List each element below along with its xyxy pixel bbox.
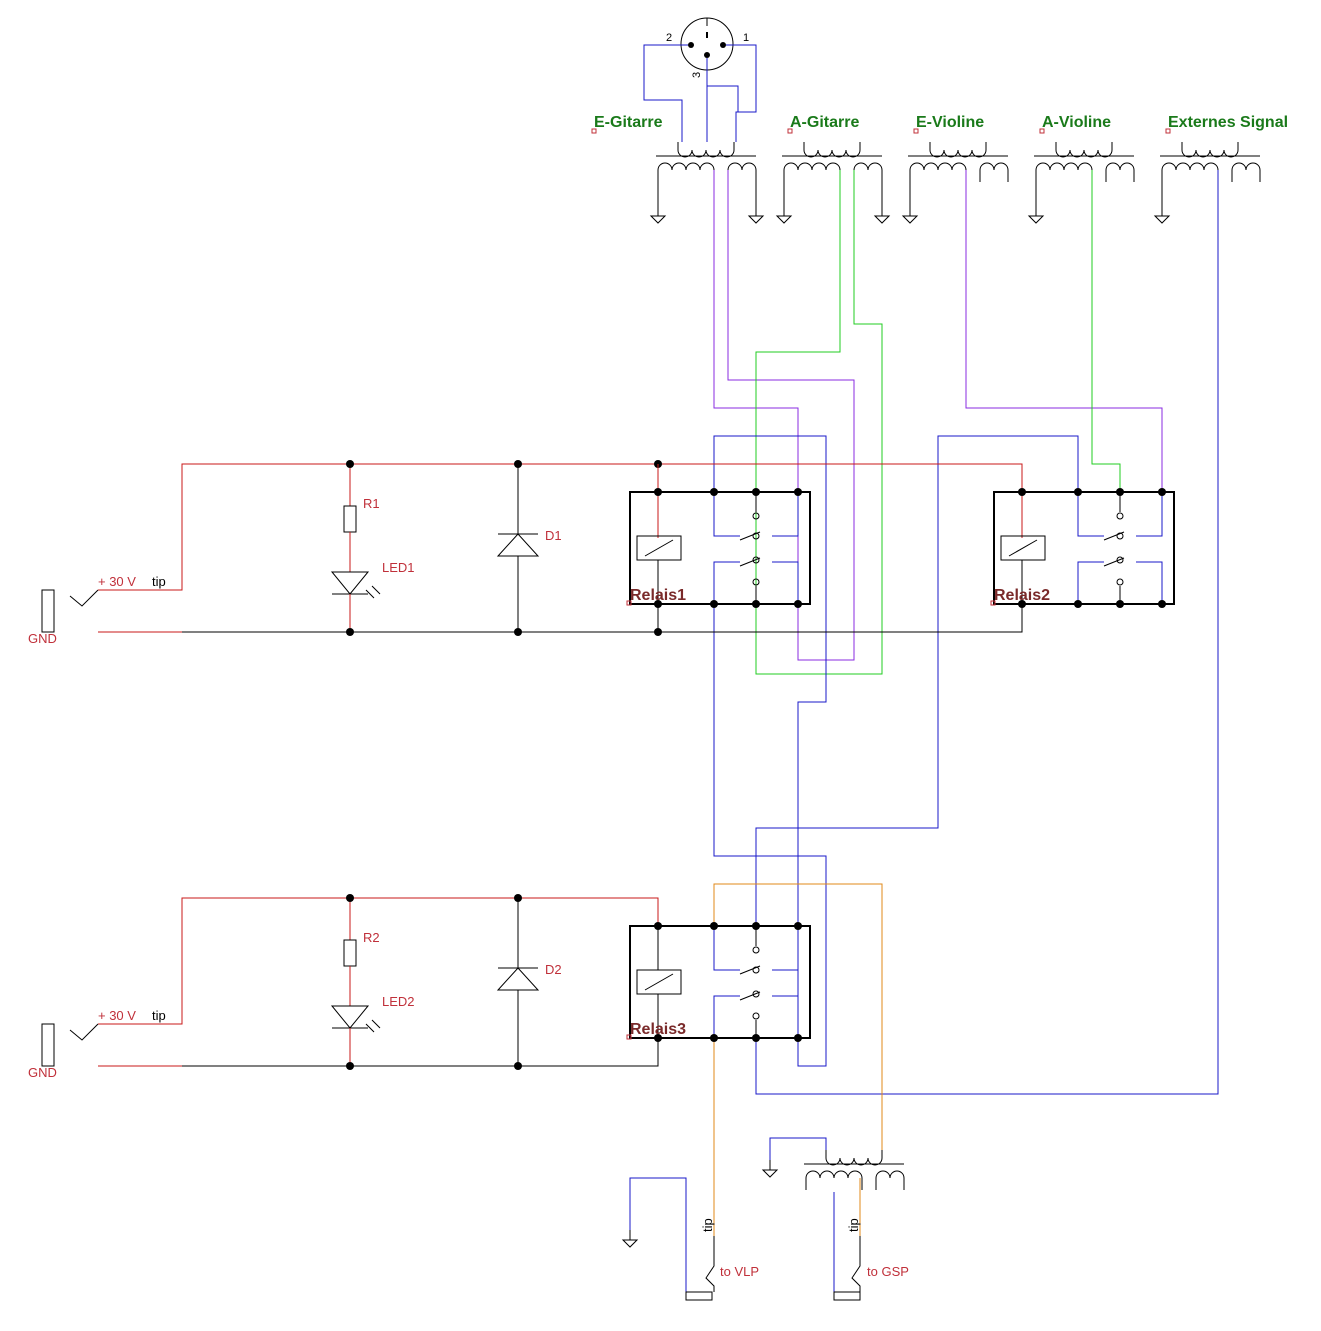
relay-1-label: Relais1	[630, 587, 686, 604]
output-gsp-tip-label: tip	[846, 1218, 861, 1232]
led-1-icon	[330, 571, 370, 595]
power-1-gnd-label: GND	[28, 631, 57, 646]
relay-3-label: Relais3	[630, 1021, 686, 1038]
xlr-connector: 2 1 3	[643, 17, 757, 142]
led-2-label: LED2	[382, 994, 415, 1009]
output-gsp: tip to GSP	[833, 1178, 909, 1301]
power-2-voltage-label: + 30 V	[98, 1008, 136, 1023]
source-labels: E-Gitarre A-Gitarre E-Violine A-Violine …	[591, 114, 1288, 134]
xlr-pin-3-label: 3	[691, 72, 703, 78]
signal-wires	[713, 170, 1219, 1236]
source-e-violine-label: E-Violine	[916, 114, 984, 131]
power-1-tip-label: tip	[152, 574, 166, 589]
transformer-externes-signal	[1154, 141, 1261, 224]
source-a-violine-label: A-Violine	[1042, 114, 1111, 131]
power-jack-1	[41, 589, 55, 633]
relay-2-label: Relais2	[994, 587, 1050, 604]
relay-1: Relais1	[626, 464, 811, 632]
output-transformer	[762, 1137, 905, 1191]
power-2-tip-label: tip	[152, 1008, 166, 1023]
power-2-gnd-label: GND	[28, 1065, 57, 1080]
power-1-voltage-label: + 30 V	[98, 574, 136, 589]
xlr-pin-1-label: 1	[743, 32, 749, 44]
led-2-icon	[330, 1005, 370, 1029]
diode-d1-icon	[496, 533, 540, 557]
power-jack-2	[41, 1023, 55, 1067]
diode-d2-icon	[496, 967, 540, 991]
power-circuit-1: + 30 V tip GND R1 LED1 D1	[28, 460, 1023, 646]
output-vlp: tip to VLP	[622, 1177, 759, 1301]
resistor-r1-label: R1	[363, 496, 380, 511]
output-jack-gsp	[833, 1291, 861, 1301]
source-a-gitarre-label: A-Gitarre	[790, 114, 859, 131]
diode-d2-label: D2	[545, 962, 562, 977]
transformer-a-violine	[1028, 141, 1135, 224]
source-e-gitarre-label: E-Gitarre	[594, 114, 663, 131]
relay-2: Relais2	[990, 464, 1175, 608]
resistor-r2	[343, 939, 357, 967]
led-1-label: LED1	[382, 560, 415, 575]
resistor-r2-label: R2	[363, 930, 380, 945]
transformer-e-violine	[902, 141, 1009, 224]
transformer-a-gitarre	[776, 141, 890, 224]
output-jack-vlp	[685, 1291, 713, 1301]
diode-d1-label: D1	[545, 528, 562, 543]
output-gsp-label: to GSP	[867, 1264, 909, 1279]
xlr-pin-2-label: 2	[666, 32, 672, 44]
power-circuit-2: + 30 V tip GND R2 LED2 D2	[28, 894, 659, 1080]
relay-3: Relais3	[626, 922, 811, 1042]
resistor-r1	[343, 505, 357, 533]
output-vlp-label: to VLP	[720, 1264, 759, 1279]
transformer-e-gitarre	[650, 141, 764, 224]
output-vlp-tip-label: tip	[700, 1218, 715, 1232]
source-externes-signal-label: Externes Signal	[1168, 114, 1288, 131]
